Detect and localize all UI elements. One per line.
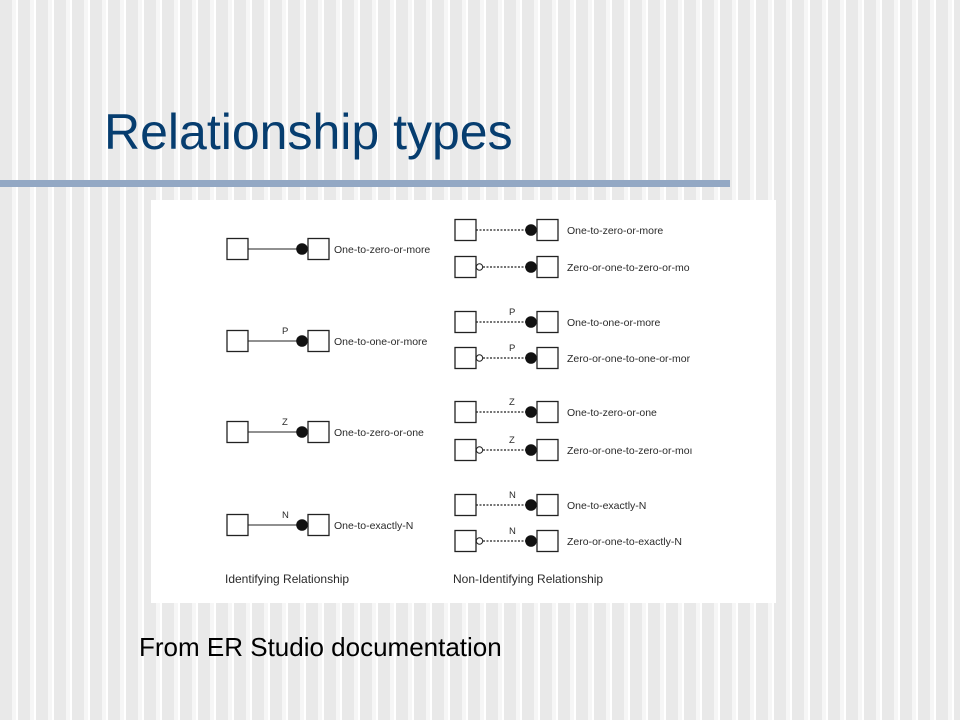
relationship-label: One-to-zero-or-more [334, 244, 430, 256]
child-entity-box [307, 329, 330, 353]
relationship-label: One-to-zero-or-more [567, 225, 663, 237]
non-identifying-relationships: One-to-zero-or-moreZero-or-one-to-zero-o… [454, 218, 692, 553]
identifying-heading: Identifying Relationship [225, 572, 349, 586]
relationship-label: One-to-one-or-more [334, 336, 428, 348]
parent-entity-box [454, 400, 477, 424]
child-entity-box [536, 400, 559, 424]
parent-entity-box [454, 438, 477, 462]
cardinality-dot [525, 316, 537, 328]
cardinality-dot [296, 519, 308, 531]
cardinality-dot [296, 335, 308, 347]
child-entity-box [307, 420, 330, 444]
cardinality-tag: P [509, 343, 515, 354]
child-entity-box [307, 237, 330, 261]
child-entity-box [536, 529, 559, 553]
parent-entity-box [226, 329, 249, 353]
relationship-label: One-to-zero-or-one [334, 427, 424, 439]
relationship-label: Zero-or-one-to-exactly-N [567, 536, 682, 548]
child-entity-box [536, 310, 559, 334]
source-caption: From ER Studio documentation [139, 632, 502, 662]
cardinality-tag: N [509, 490, 516, 501]
child-entity-box [536, 346, 559, 370]
parent-entity-box [226, 513, 249, 537]
parent-entity-box [454, 255, 477, 279]
cardinality-dot [525, 444, 537, 456]
relationship-label: One-to-exactly-N [567, 500, 646, 512]
cardinality-dot [525, 261, 537, 273]
relationship-label: One-to-exactly-N [334, 520, 413, 532]
cardinality-tag: Z [282, 417, 288, 428]
cardinality-tag: P [282, 326, 288, 337]
relationship-diagram-svg: One-to-zero-or-morePOne-to-one-or-moreZO… [225, 218, 692, 586]
cardinality-dot [296, 426, 308, 438]
cardinality-tag: P [509, 307, 515, 318]
relationship-label: Zero-or-one-to-zero-or-mo [567, 262, 690, 274]
relationship-label: Zero-or-one-to-one-or-mor [567, 353, 691, 365]
cardinality-tag: Z [509, 397, 515, 408]
zero-or-one-circle [475, 537, 484, 545]
zero-or-one-circle [475, 263, 484, 271]
relationship-label: One-to-zero-or-one [567, 407, 657, 419]
parent-entity-box [454, 310, 477, 334]
cardinality-dot [525, 352, 537, 364]
child-entity-box [536, 218, 559, 242]
child-entity-box [536, 493, 559, 517]
child-entity-box [536, 255, 559, 279]
child-entity-box [536, 438, 559, 462]
cardinality-dot [296, 243, 308, 255]
cardinality-tag: Z [509, 435, 515, 446]
zero-or-one-circle [475, 354, 484, 362]
slide-title: Relationship types [104, 104, 513, 160]
parent-entity-box [454, 529, 477, 553]
parent-entity-box [226, 420, 249, 444]
cardinality-dot [525, 535, 537, 547]
child-entity-box [307, 513, 330, 537]
cardinality-dot [525, 224, 537, 236]
parent-entity-box [454, 346, 477, 370]
relationship-label: Zero-or-one-to-zero-or-moı [567, 445, 692, 457]
zero-or-one-circle [475, 446, 484, 454]
cardinality-tag: N [282, 510, 289, 521]
cardinality-dot [525, 406, 537, 418]
parent-entity-box [454, 493, 477, 517]
cardinality-dot [525, 499, 537, 511]
non-identifying-heading: Non-Identifying Relationship [453, 572, 603, 586]
title-underline [0, 180, 730, 187]
parent-entity-box [454, 218, 477, 242]
cardinality-tag: N [509, 526, 516, 537]
parent-entity-box [226, 237, 249, 261]
relationship-label: One-to-one-or-more [567, 317, 661, 329]
